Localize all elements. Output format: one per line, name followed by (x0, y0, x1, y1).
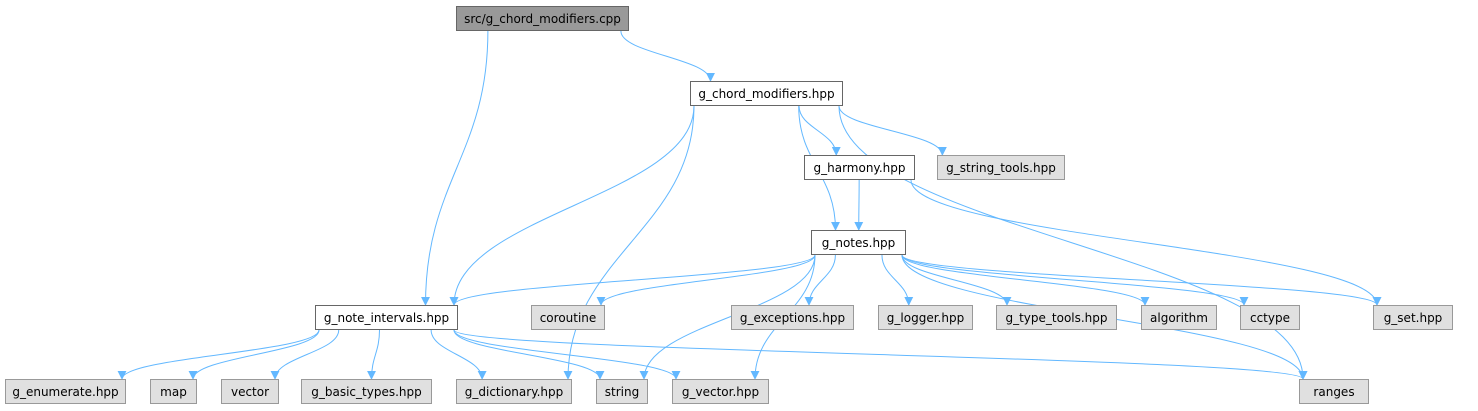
node-g-chord-modifiers-hpp[interactable]: g_chord_modifiers.hpp (690, 81, 843, 106)
node-label: string (604, 384, 640, 399)
edge-g_note_intervals_hpp-to-g_enumerate_hpp (117, 329, 320, 380)
edge-g_notes_hpp-to-g_type_tools_hpp (901, 254, 1012, 306)
node-label: algorithm (1150, 310, 1208, 325)
node-label: g_vector.hpp (681, 384, 760, 399)
node-label: g_basic_types.hpp (311, 384, 422, 399)
node-label: g_set.hpp (1383, 310, 1443, 325)
node-label: g_chord_modifiers.hpp (698, 86, 835, 101)
node-label: g_notes.hpp (821, 235, 896, 250)
edge-g_chord_modifiers_hpp-to-g_dictionary_hpp (563, 105, 695, 380)
edge-g_harmony_hpp-to-g_set_hpp (910, 179, 1382, 306)
edge-g_notes_hpp-to-g_set_hpp (901, 254, 1382, 306)
node-label: g_enumerate.hpp (12, 384, 119, 399)
node-label: g_string_tools.hpp (946, 160, 1056, 175)
edge-g_note_intervals_hpp-to-g_basic_types_hpp (367, 329, 380, 380)
node-g-logger-hpp: g_logger.hpp (878, 305, 973, 330)
node-label: ranges (1313, 384, 1355, 399)
node-g-exceptions-hpp: g_exceptions.hpp (731, 305, 854, 330)
edge-g_chord_modifiers_hpp-to-g_string_tools_hpp (838, 105, 947, 156)
node-label: g_note_intervals.hpp (323, 310, 450, 325)
node-g-set-hpp: g_set.hpp (1373, 305, 1453, 330)
node-g-notes-hpp[interactable]: g_notes.hpp (811, 230, 906, 255)
edge-g_notes_hpp-to-string (639, 254, 816, 380)
node-ranges: ranges (1299, 379, 1369, 404)
node-g-harmony-hpp[interactable]: g_harmony.hpp (804, 155, 915, 180)
edge-g_notes_hpp-to-g_note_intervals_hpp (449, 254, 816, 306)
edge-g_note_intervals_hpp-to-map (188, 329, 320, 380)
node-coroutine: coroutine (531, 305, 605, 330)
node-label: g_exceptions.hpp (739, 310, 846, 325)
node-string: string (596, 379, 648, 404)
node-g-dictionary-hpp: g_dictionary.hpp (456, 379, 572, 404)
node-label: src/g_chord_modifiers.cpp (464, 11, 621, 26)
edge-g_notes_hpp-to-g_logger_hpp (881, 254, 914, 306)
node-g-basic-types-hpp: g_basic_types.hpp (301, 379, 432, 404)
node-label: g_dictionary.hpp (464, 384, 564, 399)
edge-g_notes_hpp-to-g_exceptions_hpp (804, 254, 836, 306)
node-g-vector-hpp: g_vector.hpp (672, 379, 769, 404)
node-vector: vector (221, 379, 279, 404)
node-label: cctype (1249, 310, 1290, 325)
node-label: g_type_tools.hpp (1005, 310, 1108, 325)
node-g-string-tools-hpp: g_string_tools.hpp (937, 155, 1065, 180)
node-g-type-tools-hpp: g_type_tools.hpp (996, 305, 1117, 330)
edge-g_note_intervals_hpp-to-string (453, 329, 605, 380)
edge-g_chord_modifiers_hpp-to-ranges (838, 105, 1308, 380)
edge-src_g_chord_modifiers_cpp-to-g_chord_modifiers_hpp (620, 30, 715, 82)
node-label: coroutine (539, 310, 597, 325)
edge-g_notes_hpp-to-algorithm (901, 254, 1150, 306)
node-cctype: cctype (1240, 305, 1300, 330)
edge-g_note_intervals_hpp-to-ranges (453, 329, 1308, 380)
node-label: vector (230, 384, 270, 399)
node-g-enumerate-hpp: g_enumerate.hpp (5, 379, 126, 404)
edge-g_note_intervals_hpp-to-g_vector_hpp (453, 329, 681, 380)
edge-g_notes_hpp-to-cctype (901, 254, 1249, 306)
edge-g_note_intervals_hpp-to-g_dictionary_hpp (430, 329, 487, 380)
node-map: map (150, 379, 197, 404)
node-label: g_logger.hpp (886, 310, 965, 325)
edge-g_chord_modifiers_hpp-to-g_harmony_hpp (798, 105, 841, 156)
edge-g_note_intervals_hpp-to-vector (270, 329, 340, 380)
node-label: g_harmony.hpp (813, 160, 906, 175)
node-src-g-chord-modifiers-cpp: src/g_chord_modifiers.cpp (456, 6, 629, 31)
edge-g_notes_hpp-to-coroutine (596, 254, 816, 306)
node-g-note-intervals-hpp[interactable]: g_note_intervals.hpp (315, 305, 458, 330)
edge-src_g_chord_modifiers_cpp-to-g_note_intervals_hpp (421, 30, 489, 306)
edge-g_chord_modifiers_hpp-to-g_note_intervals_hpp (449, 105, 695, 306)
node-algorithm: algorithm (1141, 305, 1217, 330)
node-label: map (160, 384, 187, 399)
